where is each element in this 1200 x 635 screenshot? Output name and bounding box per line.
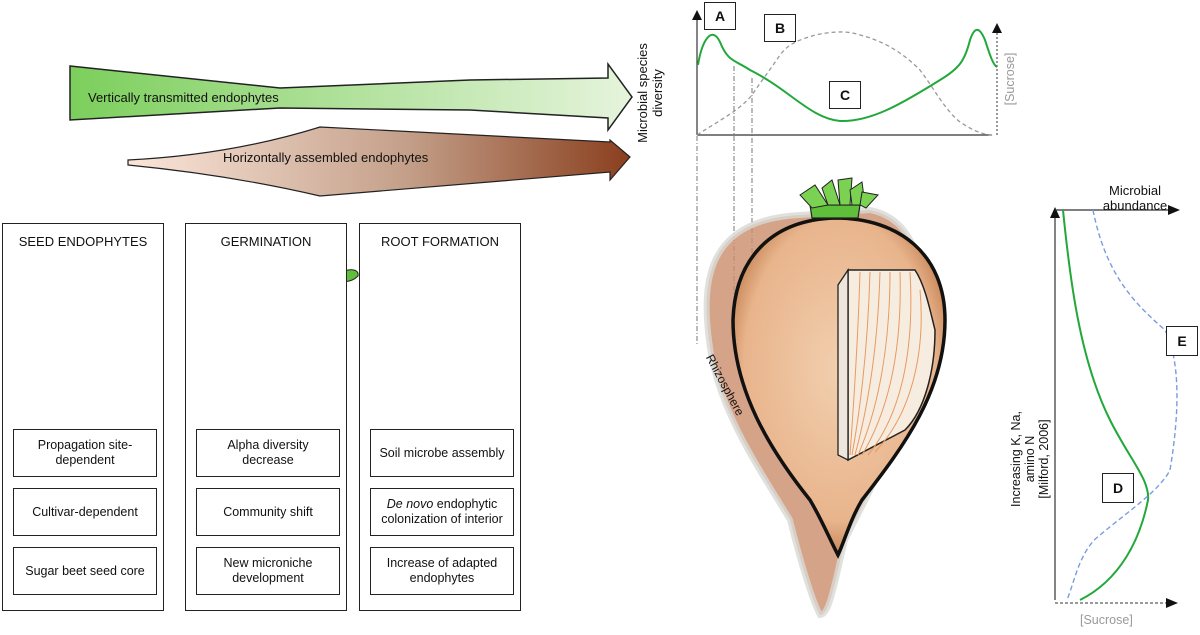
side-chart-sucrose-arrow bbox=[1166, 598, 1178, 608]
vertical-arrow-label: Vertically transmitted endophytes bbox=[88, 90, 279, 105]
diversity-curve bbox=[697, 28, 998, 123]
stage-title: ROOT FORMATION bbox=[381, 234, 499, 249]
top-chart-sucrose-arrow bbox=[992, 23, 1002, 33]
trait-text: endophytic colonization of interior bbox=[381, 497, 503, 526]
top-chart-sucrose-label: [Sucrose] bbox=[1003, 52, 1017, 106]
sucrose-curve bbox=[696, 31, 994, 136]
trait-box: Community shift bbox=[196, 488, 340, 536]
top-chart-y-arrow bbox=[692, 10, 702, 20]
trait-box: Increase of adapted endophytes bbox=[370, 547, 514, 595]
side-chart-y-label-line: amino N bbox=[1023, 435, 1037, 483]
sugar-beet-illustration bbox=[703, 177, 947, 619]
stage-panel-seed-endophytes: SEED ENDOPHYTES Propagation site-depende… bbox=[2, 223, 164, 611]
marker-b: B bbox=[764, 14, 796, 42]
trait-box: Sugar beet seed core bbox=[13, 547, 157, 595]
horizontal-arrow-label: Horizontally assembled endophytes bbox=[223, 150, 429, 165]
trait-box: Soil microbe assembly bbox=[370, 429, 514, 477]
stage-panel-root-formation: ROOT FORMATION Soil microbe assembly De … bbox=[359, 223, 521, 611]
trait-box: De novo endophytic colonization of inter… bbox=[370, 488, 514, 536]
trait-box: Alpha diversity decrease bbox=[196, 429, 340, 477]
vertical-transmission-arrow bbox=[69, 61, 633, 133]
side-chart-y-label: Increasing K, Na, amino N [Milford, 2006… bbox=[1009, 404, 1051, 514]
side-chart-y-label-line: [Milford, 2006] bbox=[1037, 419, 1051, 499]
stage-panel-germination: GERMINATION Alpha diversity decrease Com… bbox=[185, 223, 347, 611]
side-chart-x-arrow bbox=[1168, 205, 1180, 215]
horizontal-assembly-arrow bbox=[127, 126, 631, 197]
trait-box: Cultivar-dependent bbox=[13, 488, 157, 536]
trait-box: New microniche development bbox=[196, 547, 340, 595]
side-chart bbox=[1050, 205, 1180, 608]
abundance-dashed-curve bbox=[1066, 209, 1178, 601]
side-chart-y-arrow bbox=[1050, 207, 1060, 218]
stage-title: SEED ENDOPHYTES bbox=[18, 234, 148, 249]
abundance-solid-curve bbox=[1062, 209, 1150, 601]
trait-text: Increase of adapted endophytes bbox=[386, 556, 498, 585]
marker-e: E bbox=[1166, 326, 1198, 356]
trait-box: Propagation site-dependent bbox=[13, 429, 157, 477]
side-chart-y-label-line: Increasing K, Na, bbox=[1009, 411, 1023, 507]
side-chart-sucrose-label: [Sucrose] bbox=[1080, 613, 1133, 627]
side-chart-x-label: Microbial abundance bbox=[1102, 183, 1168, 213]
stage-title: GERMINATION bbox=[220, 234, 312, 249]
marker-a: A bbox=[704, 2, 736, 30]
trait-italic: De novo bbox=[386, 497, 434, 511]
marker-d: D bbox=[1102, 473, 1134, 503]
beet-cutaway bbox=[847, 269, 936, 462]
top-chart-y-label: Microbial species diversity bbox=[635, 43, 665, 143]
marker-c: C bbox=[829, 81, 861, 109]
trait-text: Soil microbe assembly bbox=[379, 445, 505, 460]
